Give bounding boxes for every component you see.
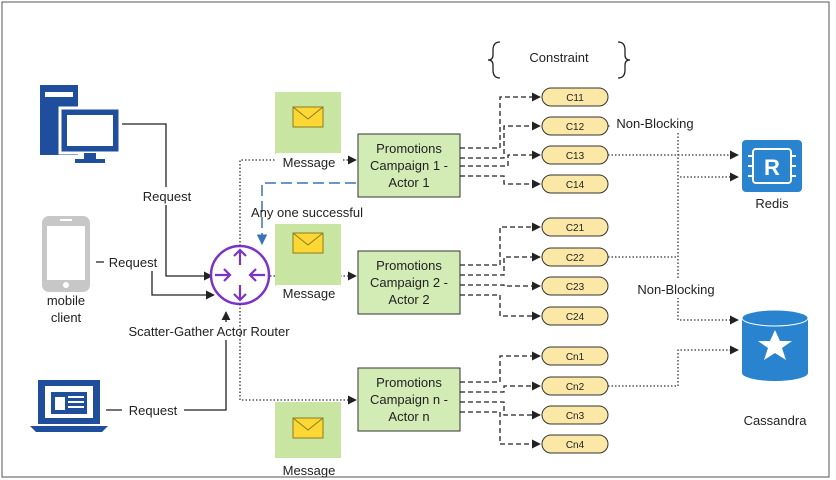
laptop-request-label: Request bbox=[129, 403, 178, 418]
redis-label: Redis bbox=[755, 196, 789, 211]
router-to-actorn-connector bbox=[239, 304, 357, 405]
constraint-cn1-label: Cn1 bbox=[566, 352, 585, 363]
constraint-pill bbox=[541, 306, 609, 326]
cassandra-icon bbox=[741, 309, 809, 381]
actor-2-line3: Actor 2 bbox=[388, 292, 429, 307]
actor-2-line1: Promotions bbox=[376, 258, 442, 273]
actor-box-2: Promotions Campaign 2 - Actor 2 bbox=[357, 250, 461, 315]
any-one-successful-label: Any one successful bbox=[251, 205, 363, 220]
message-label-2: Message bbox=[283, 286, 336, 301]
desktop-icon bbox=[40, 85, 122, 163]
non-blocking-connectors bbox=[608, 125, 739, 387]
constraint-pill bbox=[541, 434, 609, 454]
constraint-c11-label: C11 bbox=[566, 93, 584, 104]
actor-1-line2: Campaign 1 - bbox=[370, 158, 448, 173]
actor-1-line1: Promotions bbox=[376, 141, 442, 156]
mobile-client-label-line1: mobile bbox=[47, 293, 85, 308]
desktop-request-label: Request bbox=[143, 189, 192, 204]
constraint-pill bbox=[541, 276, 609, 296]
constraint-pill bbox=[541, 217, 609, 237]
constraint-c22-label: C22 bbox=[566, 253, 585, 264]
constraint-pill bbox=[541, 87, 609, 107]
actor2-constraint-connectors bbox=[460, 222, 541, 321]
constraint-c13-label: C13 bbox=[566, 151, 585, 162]
actorn-constraint-connectors bbox=[460, 351, 541, 449]
actor-box-n: Promotions Campaign n - Actor n bbox=[357, 367, 461, 432]
actor-box-1: Promotions Campaign 1 - Actor 1 bbox=[357, 133, 461, 198]
constraint-pill bbox=[541, 174, 609, 194]
actor-n-line3: Actor n bbox=[388, 409, 429, 424]
mobile-client-label-line2: client bbox=[51, 310, 82, 325]
constraint-cn4-label: Cn4 bbox=[566, 440, 585, 451]
actor-2-line2: Campaign 2 - bbox=[370, 275, 448, 290]
constraint-bracket: Constraint bbox=[487, 41, 631, 79]
constraint-c12-label: C12 bbox=[566, 122, 585, 133]
message-icon bbox=[275, 224, 341, 286]
redis-icon: R bbox=[742, 140, 802, 192]
actor-n-line2: Campaign n - bbox=[370, 392, 448, 407]
router-to-actor1-connector bbox=[239, 155, 357, 246]
router-label: Scatter-Gather Actor Router bbox=[128, 324, 290, 339]
constraint-cn3-label: Cn3 bbox=[566, 411, 585, 422]
constraint-pill bbox=[541, 405, 609, 425]
message-icon bbox=[275, 402, 341, 458]
actor-1-line3: Actor 1 bbox=[388, 175, 429, 190]
constraint-cn2-label: Cn2 bbox=[566, 382, 585, 393]
mobile-request-label: Request bbox=[109, 255, 158, 270]
constraint-pill bbox=[541, 346, 609, 366]
constraint-label: Constraint bbox=[529, 50, 589, 65]
laptop-icon bbox=[30, 380, 108, 432]
constraint-pill-labels: C11 C12 C13 C14 C21 C22 C23 C24 Cn1 Cn2 … bbox=[566, 93, 585, 451]
non-blocking-label-top: Non-Blocking bbox=[616, 116, 693, 131]
router-icon bbox=[209, 244, 271, 306]
actor1-constraint-connectors bbox=[460, 92, 541, 189]
message-label-1: Message bbox=[283, 155, 336, 170]
non-blocking-label-bottom: Non-Blocking bbox=[637, 282, 714, 297]
any-one-successful-connector bbox=[256, 182, 356, 246]
constraint-pills bbox=[541, 87, 609, 454]
constraint-c14-label: C14 bbox=[566, 180, 585, 191]
constraint-c21-label: C21 bbox=[566, 223, 585, 234]
message-label-3: Message bbox=[283, 463, 336, 478]
message-icon bbox=[275, 92, 341, 154]
actor-n-line1: Promotions bbox=[376, 375, 442, 390]
svg-text:R: R bbox=[764, 155, 780, 180]
constraint-c24-label: C24 bbox=[566, 312, 585, 323]
cassandra-label: Cassandra bbox=[744, 413, 808, 428]
mobile-phone-icon bbox=[42, 216, 90, 292]
constraint-c23-label: C23 bbox=[566, 282, 585, 293]
